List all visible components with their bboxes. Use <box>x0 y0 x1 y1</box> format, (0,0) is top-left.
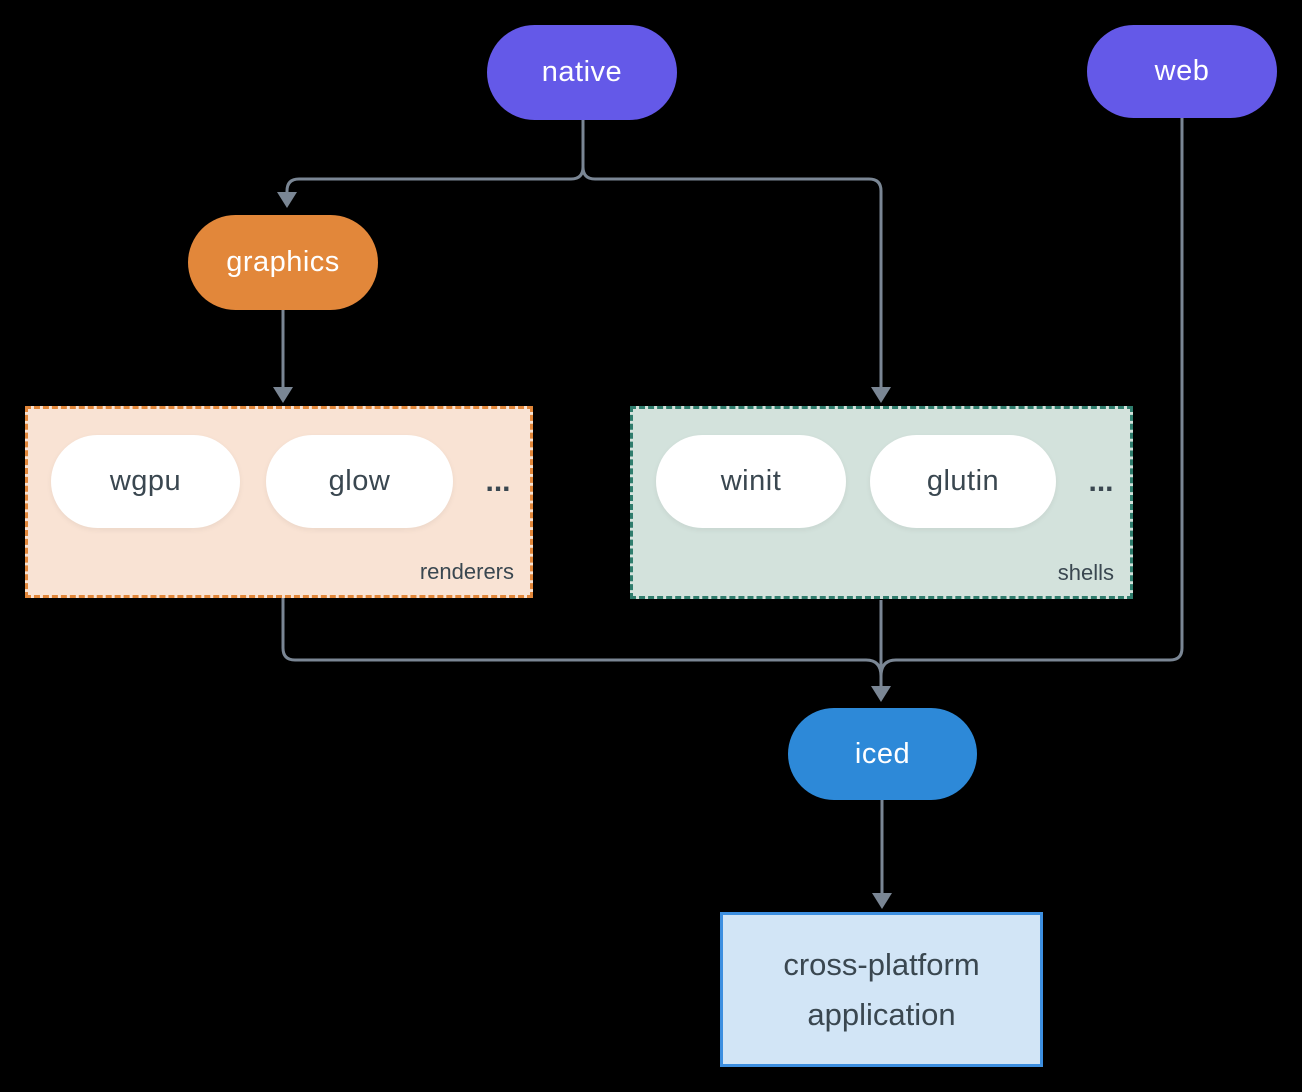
arrowhead-iced <box>871 686 891 702</box>
node-glow-label: glow <box>328 465 391 497</box>
edge-native-graphics <box>285 120 585 193</box>
edge-native-shells <box>581 120 883 387</box>
application-label-line1: cross-platform <box>783 946 980 982</box>
node-native: native <box>487 25 677 120</box>
renderers-group-label: renderers <box>419 559 514 584</box>
shells-ellipsis: ... <box>1088 464 1114 498</box>
edge-web-iced <box>879 118 1184 677</box>
arrowhead-renderers <box>273 387 293 403</box>
arrowhead-application <box>872 893 892 909</box>
node-graphics-label: graphics <box>226 246 340 278</box>
node-glow: glow <box>266 435 453 528</box>
node-native-label: native <box>541 56 623 88</box>
node-graphics: graphics <box>188 215 378 310</box>
application-label-line2: application <box>807 996 956 1032</box>
node-glutin-label: glutin <box>926 465 1000 497</box>
edge-renderers-iced <box>281 598 883 677</box>
node-iced: iced <box>788 708 977 800</box>
renderers-ellipsis: ... <box>485 464 511 498</box>
node-application: cross-platform application <box>720 912 1043 1067</box>
node-winit: winit <box>656 435 846 528</box>
shells-group-label: shells <box>1057 560 1114 585</box>
node-wgpu: wgpu <box>51 435 240 528</box>
node-glutin: glutin <box>870 435 1056 528</box>
group-shells: winit glutin ... shells <box>630 406 1133 599</box>
node-web-label: web <box>1154 55 1210 87</box>
arrowhead-shells <box>871 387 891 403</box>
arrowhead-graphics <box>277 192 297 208</box>
node-iced-label: iced <box>854 737 911 770</box>
node-winit-label: winit <box>720 465 782 497</box>
group-renderers: wgpu glow ... renderers <box>25 406 533 598</box>
node-web: web <box>1087 25 1277 118</box>
node-wgpu-label: wgpu <box>109 465 182 497</box>
